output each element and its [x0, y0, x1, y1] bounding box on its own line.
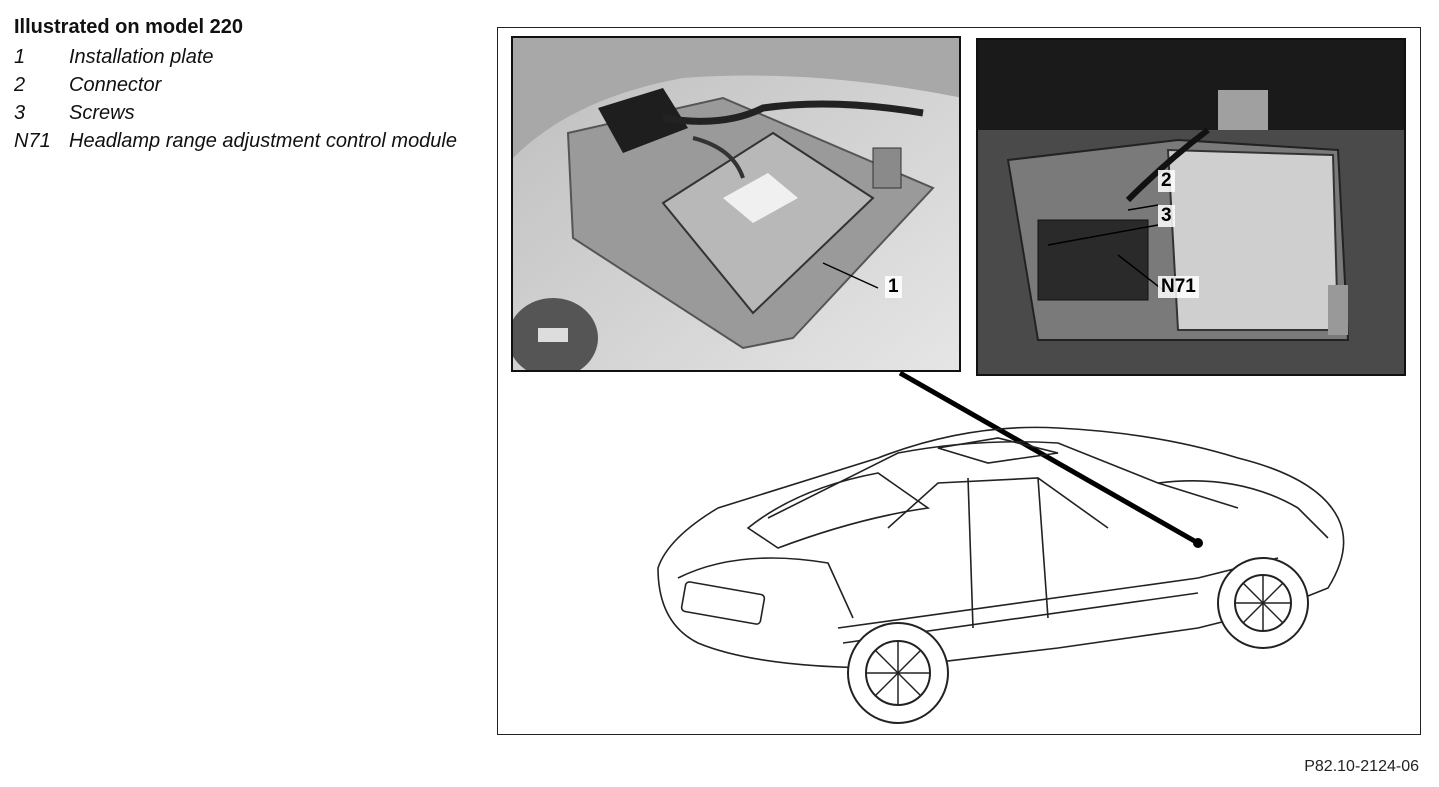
diagram-figure: 1 2 3 N71	[497, 27, 1421, 735]
legend-item-text: Headlamp range adjustment control module	[69, 130, 457, 152]
legend: Illustrated on model 220 1 Installation …	[14, 16, 474, 155]
figure-reference-code: P82.10-2124-06	[1304, 758, 1419, 775]
legend-item: 3 Screws	[14, 99, 474, 127]
legend-item: 2 Connector	[14, 71, 474, 99]
installation-plate-photo: 1	[511, 36, 961, 372]
legend-item-number: N71	[14, 130, 51, 152]
callout-screws: 3	[1158, 205, 1175, 227]
legend-item-number: 3	[14, 102, 26, 124]
sedan-line-drawing	[657, 426, 1345, 724]
callout-module: N71	[1158, 276, 1199, 298]
legend-item-number: 2	[14, 74, 26, 96]
legend-title: Illustrated on model 220	[14, 16, 243, 38]
callout-installation-plate: 1	[885, 276, 902, 298]
legend-item-text: Screws	[69, 102, 135, 124]
control-module-image	[978, 40, 1404, 374]
callout-connector: 2	[1158, 170, 1175, 192]
control-module-photo: 2 3 N71	[976, 38, 1406, 376]
legend-item-text: Installation plate	[69, 46, 214, 68]
legend-item: N71 Headlamp range adjustment control mo…	[14, 127, 474, 155]
installation-plate-image	[513, 38, 959, 370]
legend-item-number: 1	[14, 46, 26, 68]
legend-item-text: Connector	[69, 74, 162, 96]
legend-item: 1 Installation plate	[14, 43, 474, 71]
